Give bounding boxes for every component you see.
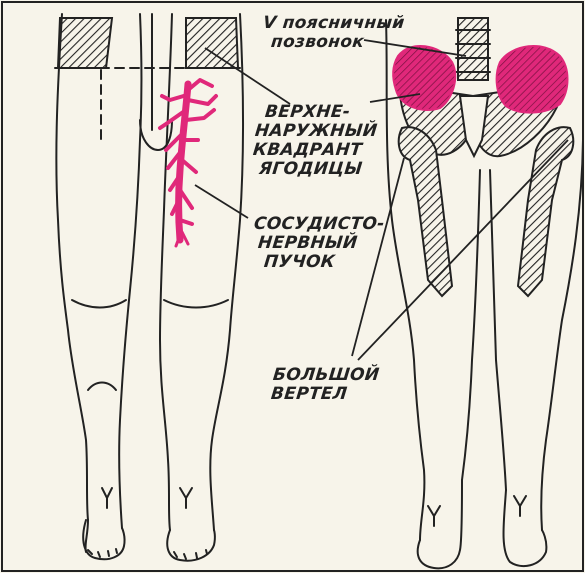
right-fig-inner-left [462, 170, 480, 480]
label-bundle-line-2: НЕРВНЫЙ [251, 234, 383, 253]
left-heel-mark [102, 488, 112, 508]
label-trochanter-line-2: ВЕРТЕЛ [270, 385, 378, 404]
left-waist-hatch-left [58, 18, 112, 68]
right-fig-right-foot [504, 490, 547, 566]
left-calf-mark [88, 383, 116, 391]
label-quadrant-line-2: НАРУЖНЫЙ [254, 122, 378, 141]
right-fig-left-heel [428, 506, 440, 526]
left-foot [83, 520, 124, 559]
right-leg-inner-contour [160, 14, 172, 530]
right-fig-right-heel [514, 496, 526, 516]
right-heel-mark [180, 488, 192, 508]
left-iliac-wing-highlight [393, 46, 455, 110]
right-knee-line [164, 300, 228, 308]
left-leg-outer-contour [56, 14, 88, 552]
left-waist-hatch-right [186, 18, 238, 68]
label-bundle: СОСУДИСТО- НЕРВНЫЙ ПУЧОК [249, 215, 385, 272]
right-foot [167, 530, 215, 561]
label-trochanter-line-1: БОЛЬШОЙ [272, 366, 380, 385]
left-leg-inner-contour [119, 14, 141, 528]
label-trochanter: БОЛЬШОЙ ВЕРТЕЛ [270, 366, 380, 404]
right-leg-outer-contour [210, 14, 243, 530]
left-knee-line [72, 300, 126, 308]
label-vertebra-line-2: позвонок [260, 33, 403, 52]
label-quadrant: ВЕРХНЕ- НАРУЖНЫЙ КВАДРАНТ ЯГОДИЦЫ [250, 103, 380, 179]
label-bundle-line-1: СОСУДИСТО- [253, 215, 385, 234]
label-bundle-line-3: ПУЧОК [249, 253, 381, 272]
leader-bundle [195, 185, 248, 218]
label-quadrant-line-4: ЯГОДИЦЫ [250, 160, 374, 179]
label-vertebra-line-1: V поясничный [262, 14, 405, 33]
left-toes [88, 549, 117, 557]
label-quadrant-line-1: ВЕРХНЕ- [256, 103, 380, 122]
label-quadrant-line-3: КВАДРАНТ [252, 141, 376, 160]
label-vertebra: V поясничный позвонок [260, 14, 405, 52]
right-iliac-wing-highlight [497, 46, 568, 113]
lumbar-spine [458, 18, 488, 80]
right-femur [518, 127, 573, 296]
right-figure [386, 18, 583, 568]
